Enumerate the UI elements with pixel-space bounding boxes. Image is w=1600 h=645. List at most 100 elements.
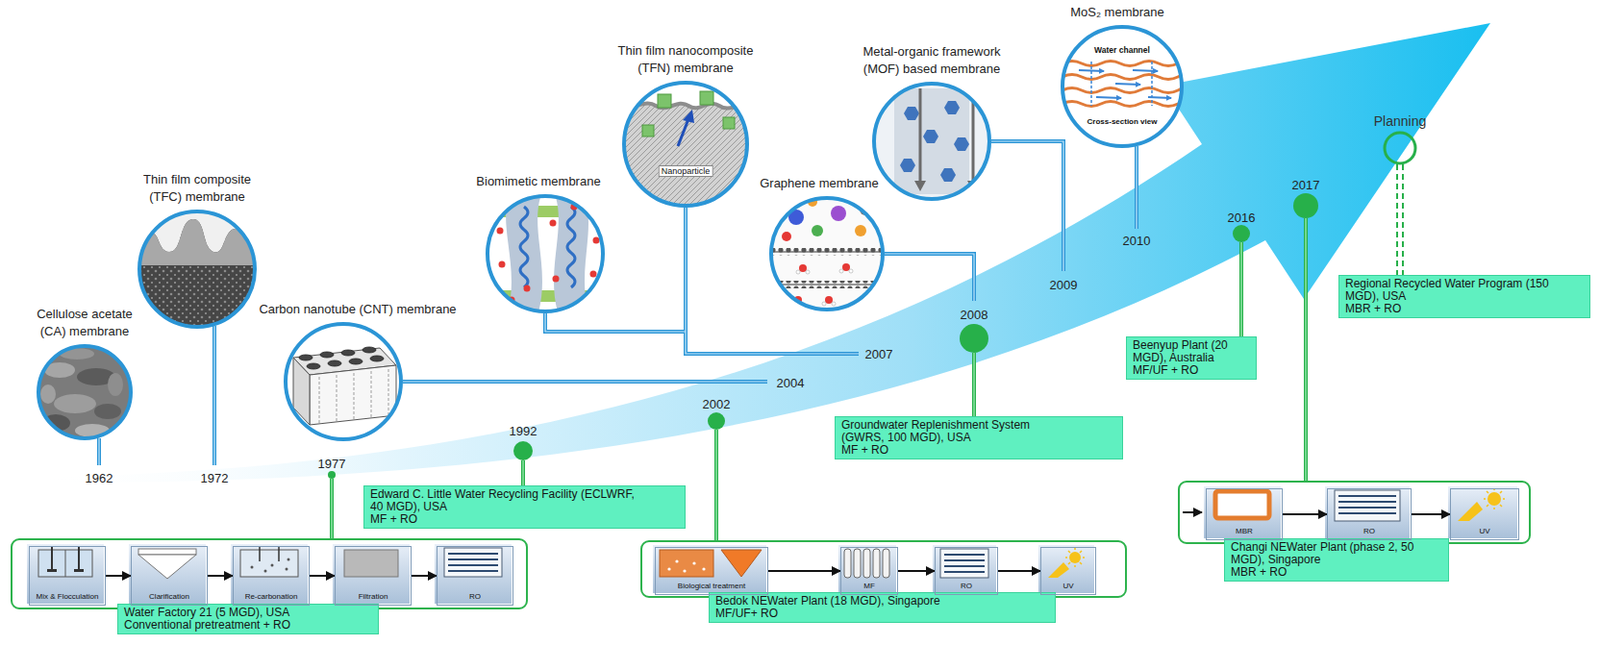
filter-icon [344, 550, 399, 577]
carbon-nanotube-image [341, 350, 355, 356]
step-label: Filtration [358, 592, 389, 601]
graphene-image [831, 301, 836, 306]
mos2-image [1148, 97, 1172, 99]
ro-module-icon [944, 554, 985, 573]
biological-treatment-icon [667, 559, 705, 573]
graphene-image [839, 269, 844, 274]
graphene-image [822, 301, 826, 306]
inner-label-holder: Water channel [1092, 39, 1152, 57]
biomimetic-image [497, 227, 504, 235]
membrane-label: Cellulose acetate (CA) membrane [36, 306, 133, 339]
membrane-ring [872, 81, 992, 201]
carbon-nanotube-image [319, 369, 389, 424]
uv-icon [1457, 501, 1483, 522]
recarbonation-icon [240, 547, 299, 577]
process-step-fill [1325, 486, 1410, 539]
thin-film-nanocomposite-image [682, 109, 695, 124]
biomimetic-image [499, 261, 506, 269]
process-train: MBR + RO [1345, 302, 1550, 316]
membrane-ring [771, 198, 883, 310]
mix-tank-icon [38, 547, 93, 577]
thin-film-nanocomposite-image [620, 80, 751, 147]
membrane-ring [38, 346, 131, 439]
graphene-image [796, 269, 853, 306]
plant-name: Bedok NEWater Plant (18 MGD), Singapore [715, 595, 1004, 608]
step-label: RO [960, 581, 973, 591]
year-label: 1972 [200, 471, 229, 486]
mof-image [894, 88, 979, 195]
biomimetic-image [567, 206, 575, 288]
mof-image [903, 106, 920, 121]
process-train: Conventional pretreatment + RO [124, 619, 373, 632]
membrane-circle: Carbon nanotube (CNT) membrane [283, 322, 403, 442]
membrane-ring [283, 322, 403, 442]
membrane-ring [485, 194, 605, 314]
biomimetic-image [497, 203, 600, 304]
thin-film-nanocomposite-image [677, 119, 689, 147]
recarbonation-icon [250, 558, 291, 574]
membrane-ring [1062, 26, 1182, 147]
timeline-dot [327, 132, 1416, 479]
recarbonation-icon [285, 568, 289, 572]
membrane-label: Carbon nanotube (CNT) membrane [258, 301, 456, 317]
carbon-nanotube-image [309, 365, 397, 425]
biological-treatment-icon [682, 569, 686, 573]
mof-image [944, 100, 960, 115]
mof-image [953, 137, 970, 151]
process-group: Changi NEWater Plant (phase 2, 50 MGD), … [1177, 480, 1531, 545]
process-step-fill [230, 544, 308, 604]
process-step-fill [26, 544, 104, 604]
inner-label-holder: Nanoparticle [658, 160, 714, 178]
recarbonation-icon [250, 566, 254, 570]
membrane-label-holder: Graphene membrane [742, 174, 897, 192]
process-step: RO [1326, 488, 1412, 541]
membrane-label: Thin film nanocomposite (TFN) membrane [618, 43, 754, 75]
cellulose-acetate-image [53, 394, 97, 414]
timeline-dot [1232, 225, 1250, 243]
ro-module-icon [1334, 490, 1400, 522]
biomimetic-image [524, 285, 531, 293]
cellulose-acetate-image [40, 384, 56, 404]
process-step: Biological treatment [654, 547, 769, 596]
graphene-image [769, 280, 885, 289]
year-label: 2017 [1292, 177, 1321, 193]
cellulose-acetate-image [94, 403, 122, 420]
mos2-image [1062, 75, 1198, 80]
step-label: RO [1363, 526, 1375, 536]
carbon-nanotube-image [293, 347, 397, 425]
inflow-arrow [1182, 511, 1202, 514]
biological-treatment-icon [692, 561, 696, 565]
mof-image [900, 158, 916, 173]
microfiltration-icon [863, 549, 871, 578]
graphene-image [769, 197, 885, 310]
membrane-circle: MoS₂ membraneWater channelCross-section … [1060, 25, 1184, 149]
process-step: Filtration [334, 546, 412, 606]
mos2-image [1062, 26, 1182, 147]
carbon-nanotube-image [362, 347, 376, 353]
uv-icon [1065, 548, 1085, 568]
flow-arrow [998, 570, 1041, 573]
recarbonation-icon [259, 547, 279, 562]
graphene-image [794, 263, 850, 304]
graphene-image [769, 248, 885, 256]
uv-icon [1069, 551, 1081, 564]
carbon-nanotube-image [320, 351, 334, 358]
membrane-circle: Cellulose acetate (CA) membrane [36, 344, 133, 441]
thin-film-nanocomposite-image [657, 94, 672, 108]
flow-arrow [898, 570, 935, 573]
recarbonation-icon [287, 558, 291, 562]
process-group: Water Factory 21 (5 MGD), USAConventiona… [10, 538, 528, 610]
plant-name: Regional Recycled Water Program (150 MGD… [1345, 277, 1550, 303]
status-label: Planning [1374, 114, 1427, 129]
graphene-image [796, 270, 800, 275]
mof-image [920, 88, 974, 183]
step-label: MF [863, 581, 875, 591]
membrane-ring [624, 82, 748, 206]
mbr-icon [1215, 491, 1270, 519]
membrane-ring [874, 83, 990, 200]
step-label-holder: Re-carbonation [233, 585, 309, 603]
clarifier-icon [138, 549, 197, 555]
graphene-image [849, 269, 853, 274]
membrane-ring [1060, 25, 1184, 149]
uv-icon [1048, 562, 1070, 578]
